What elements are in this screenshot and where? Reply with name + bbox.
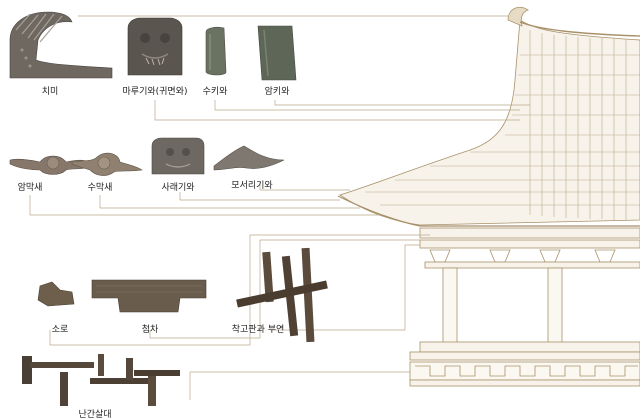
soro-artifact [37, 281, 75, 307]
sumaksae-artifact [71, 152, 143, 176]
sukiwa-artifact [205, 26, 227, 76]
connector-moseorigiwa [259, 182, 350, 191]
amkiwa-artifact [257, 25, 297, 81]
building-elevation [337, 6, 640, 387]
label-nangansaldae: 난간살대 [78, 410, 112, 420]
chimi-artifact [9, 11, 113, 79]
connector-marugiwa [154, 100, 520, 121]
label-soro: 소로 [51, 325, 69, 335]
connector-chakgopan [270, 244, 420, 331]
connector-sukiwa [214, 100, 520, 111]
marugiwa-artifact [127, 17, 183, 76]
label-sumaksae: 수막새 [87, 183, 113, 193]
connector-saraegiwa [179, 192, 340, 201]
label-ammaksae: 암막새 [17, 183, 43, 193]
roof-surface [339, 19, 640, 226]
cheomcha-artifact [91, 279, 207, 313]
connector-nangansaldae [189, 371, 410, 400]
connector-cheomcha [149, 239, 440, 339]
chakgopan-artifact [236, 247, 328, 343]
connector-soro [49, 234, 430, 346]
label-moseorigiwa: 모서리기와 [231, 181, 273, 191]
label-cheomcha: 첨차 [141, 325, 159, 335]
columns [442, 267, 563, 351]
label-marugiwa: 마루기와(귀면와) [122, 87, 188, 97]
roof-tile-ribs [529, 30, 627, 220]
label-chakgopan: 착고판과 부연 [231, 325, 285, 335]
connector-lines [29, 15, 530, 400]
label-saraegiwa: 사래기와 [161, 183, 195, 193]
ammaksae-artifact [9, 155, 97, 175]
moseorigiwa-artifact [213, 145, 285, 171]
label-chimi: 치미 [41, 87, 59, 97]
roof-eave [337, 195, 640, 227]
label-amkiwa: 암키와 [264, 87, 290, 97]
bracket-row [419, 227, 640, 269]
connector-ammaksae [29, 195, 380, 216]
roof-tile-courses [365, 54, 640, 206]
saraegiwa-artifact [151, 137, 205, 175]
nangansaldae-artifact [22, 354, 180, 406]
railing [409, 351, 640, 387]
beam [419, 341, 640, 353]
roof-chimi-finial [507, 6, 529, 27]
connector-amkiwa [274, 100, 530, 106]
label-sukiwa: 수키와 [202, 87, 228, 97]
connector-sumaksae [99, 195, 360, 209]
roof-ridge [519, 21, 640, 37]
